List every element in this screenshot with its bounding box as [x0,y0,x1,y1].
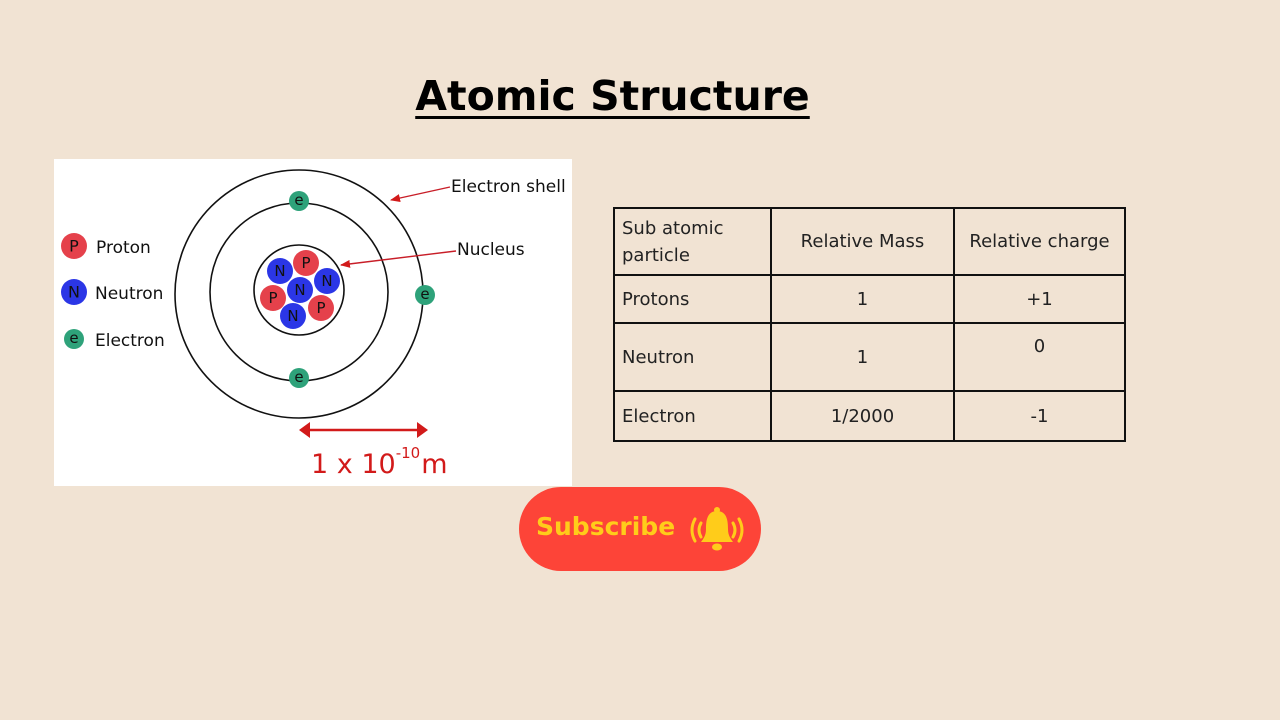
table-row: Electron 1/2000 -1 [613,390,1126,442]
neutron-particle [287,277,313,303]
proton-icon [61,233,87,259]
cell-particle: Electron [613,390,772,442]
atom-diagram: P Proton N Neutron e Electron N P [54,159,572,486]
subatomic-particle-table: Sub atomic particle Relative Mass Relativ… [613,207,1126,442]
electron-particle [415,285,435,305]
neutron-icon [61,279,87,305]
electron-particle [289,191,309,211]
legend-label-neutron: Neutron [95,284,163,304]
nucleus-boundary [253,244,345,336]
particle-symbol: N [274,262,285,280]
electron-icon [64,329,84,349]
scale-bar: 1 x 10-10m [299,422,448,480]
particle-symbol: e [420,285,429,303]
particle-symbol: P [268,289,277,307]
electrons: e e e [289,191,435,388]
electron-particle [289,368,309,388]
table-header-row: Sub atomic particle Relative Mass Relativ… [613,207,1126,276]
legend-symbol: e [69,329,78,347]
nucleus: N P N N P N P [260,250,340,329]
particle-symbol: e [294,191,303,209]
legend: P Proton N Neutron e Electron [61,233,165,351]
header-line: particle [622,244,690,266]
neutron-particle [280,303,306,329]
cell-mass: 1 [770,274,955,324]
cell-mass: 1/2000 [770,390,955,442]
legend-label-electron: Electron [95,331,165,351]
electron-shell-pointer-arrow [390,186,451,202]
table-row: Neutron 1 0 [613,322,1126,392]
cell-particle: Protons [613,274,772,324]
header-line: Sub atomic [622,217,724,239]
particle-symbol: P [301,254,310,272]
proton-particle [293,250,319,276]
proton-particle [308,295,334,321]
page-title: Atomic Structure [415,72,810,120]
cell-particle: Neutron [613,322,772,392]
bell-icon [690,507,744,551]
legend-symbol: N [68,283,80,302]
particle-symbol: N [321,272,332,290]
legend-item-proton: P Proton [61,233,151,259]
particle-symbol: N [287,307,298,325]
electron-shell-label: Electron shell [451,177,566,197]
header-particle: Sub atomic particle [613,207,772,276]
nucleus-label: Nucleus [457,240,525,260]
proton-particle [260,285,286,311]
cell-charge: +1 [953,274,1126,324]
scale-value: 1 x 10-10m [311,444,448,480]
scale-arrow-right-icon [417,422,428,438]
particle-symbol: N [294,281,305,299]
legend-item-neutron: N Neutron [61,279,163,305]
header-relative-charge: Relative charge [953,207,1126,276]
subscribe-button[interactable]: Subscribe [519,487,761,571]
table-row: Protons 1 +1 [613,274,1126,324]
particle-symbol: e [294,368,303,386]
particle-symbol: P [316,299,325,317]
legend-item-electron: e Electron [64,329,165,351]
neutron-particle [314,268,340,294]
legend-label-proton: Proton [96,238,151,258]
cell-charge: -1 [953,390,1126,442]
neutron-particle [267,258,293,284]
cell-mass: 1 [770,322,955,392]
subscribe-label: Subscribe [536,512,676,541]
nucleus-pointer-arrow [340,250,457,268]
header-relative-mass: Relative Mass [770,207,955,276]
legend-symbol: P [69,237,79,256]
cell-charge: 0 [953,322,1126,392]
scale-arrow-left-icon [299,422,310,438]
